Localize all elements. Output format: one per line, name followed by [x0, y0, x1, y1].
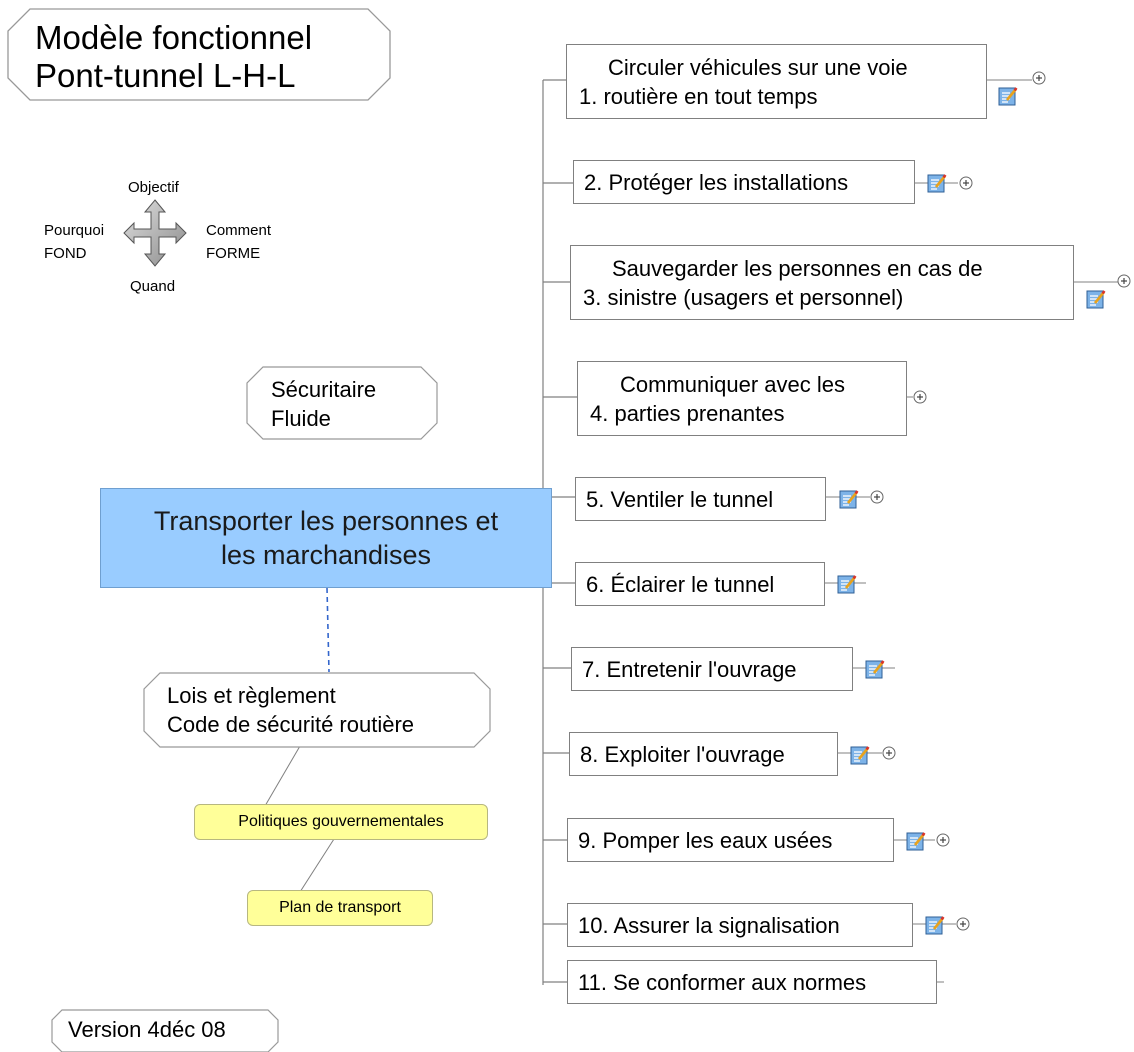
function-1-box[interactable]: Circuler véhicules sur une voie 1. routi… [566, 44, 987, 119]
plus-circle-icon[interactable] [936, 833, 950, 847]
note-icon[interactable] [1086, 289, 1106, 309]
note-icon[interactable] [850, 745, 870, 765]
laws-line-2: Code de sécurité routière [167, 712, 415, 737]
qualities-line-2: Fluide [271, 406, 331, 431]
note-icon[interactable] [927, 173, 947, 193]
transport-plan-label: Plan de transport [279, 899, 401, 916]
function-3-line-1: Sauvegarder les personnes en cas de [612, 256, 983, 281]
function-2-label: 2. Protéger les installations [584, 170, 849, 195]
function-9-label: 9. Pomper les eaux usées [578, 828, 833, 853]
plus-circle-icon[interactable] [913, 390, 927, 404]
function-5-box[interactable]: 5. Ventiler le tunnel [575, 477, 826, 521]
qualities-line-1: Sécuritaire [271, 377, 377, 402]
legend-right-label-1: Comment [206, 222, 272, 239]
function-6-label: 6. Éclairer le tunnel [586, 572, 775, 597]
function-4-line-1: Communiquer avec les [620, 372, 845, 397]
function-9-box[interactable]: 9. Pomper les eaux usées [567, 818, 894, 862]
legend-left-label-2: FOND [44, 245, 87, 262]
plus-circle-icon[interactable] [1117, 274, 1131, 288]
policies-label: Politiques gouvernementales [238, 813, 444, 830]
title-box[interactable]: Modèle fonctionnel Pont-tunnel L-H-L [7, 8, 391, 101]
function-10-label: 10. Assurer la signalisation [578, 913, 840, 938]
function-11-label: 11. Se conformer aux normes [578, 970, 867, 995]
function-3-line-2: 3. sinistre (usagers et personnel) [583, 285, 904, 310]
version-label: Version 4déc 08 [68, 1017, 226, 1042]
policies-callout[interactable]: Politiques gouvernementales [194, 804, 488, 840]
title-line-1: Modèle fonctionnel [35, 19, 313, 56]
central-topic[interactable]: Transporter les personnes et les marchan… [100, 488, 552, 588]
note-icon[interactable] [865, 659, 885, 679]
laws-frame [143, 672, 491, 748]
function-1-line-2: 1. routière en tout temps [579, 84, 818, 109]
legend-left-label-1: Pourquoi [44, 222, 105, 239]
legend-bottom-label: Quand [130, 278, 176, 295]
note-icon[interactable] [925, 915, 945, 935]
plus-circle-icon[interactable] [882, 746, 896, 760]
function-11-box[interactable]: 11. Se conformer aux normes [567, 960, 937, 1004]
legend-top-label: Objectif [128, 179, 179, 196]
version-box[interactable]: Version 4déc 08 [51, 1009, 279, 1052]
function-3-box[interactable]: Sauvegarder les personnes en cas de 3. s… [570, 245, 1074, 320]
transport-plan-callout[interactable]: Plan de transport [247, 890, 433, 926]
function-5-label: 5. Ventiler le tunnel [586, 487, 774, 512]
function-7-box[interactable]: 7. Entretenir l'ouvrage [571, 647, 853, 691]
legend-right-label-2: FORME [206, 245, 261, 262]
function-4-box[interactable]: Communiquer avec les 4. parties prenante… [577, 361, 907, 436]
function-8-box[interactable]: 8. Exploiter l'ouvrage [569, 732, 838, 776]
function-8-label: 8. Exploiter l'ouvrage [580, 742, 785, 767]
note-icon[interactable] [839, 489, 859, 509]
four-way-arrow-icon [123, 199, 187, 267]
plus-circle-icon[interactable] [959, 176, 973, 190]
plus-circle-icon[interactable] [1032, 71, 1046, 85]
qualities-box[interactable]: Sécuritaire Fluide [246, 366, 438, 440]
function-10-box[interactable]: 10. Assurer la signalisation [567, 903, 913, 947]
plus-circle-icon[interactable] [870, 490, 884, 504]
function-7-label: 7. Entretenir l'ouvrage [582, 657, 797, 682]
laws-box[interactable]: Lois et règlement Code de sécurité routi… [143, 672, 491, 748]
function-6-box[interactable]: 6. Éclairer le tunnel [575, 562, 825, 606]
central-topic-line-2: les marchandises [220, 540, 432, 570]
qualities-frame [246, 366, 438, 440]
function-4-line-2: 4. parties prenantes [590, 401, 785, 426]
title-line-2: Pont-tunnel L-H-L [35, 57, 296, 94]
note-icon[interactable] [998, 86, 1018, 106]
version-frame [51, 1009, 279, 1052]
title-frame [7, 8, 391, 101]
function-1-line-1: Circuler véhicules sur une voie [608, 55, 908, 80]
note-icon[interactable] [837, 574, 857, 594]
laws-line-1: Lois et règlement [167, 683, 336, 708]
function-2-box[interactable]: 2. Protéger les installations [573, 160, 915, 204]
note-icon[interactable] [906, 831, 926, 851]
plus-circle-icon[interactable] [956, 917, 970, 931]
central-topic-line-1: Transporter les personnes et [153, 506, 499, 536]
